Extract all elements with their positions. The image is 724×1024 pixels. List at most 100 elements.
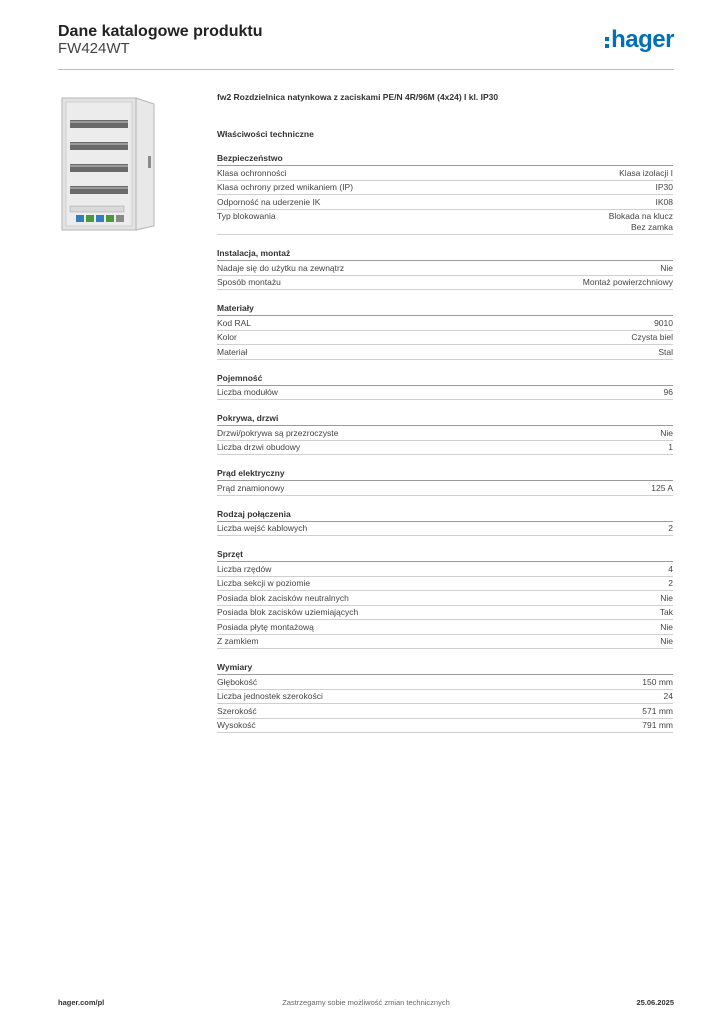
spec-value-text: Bez zamka	[630, 222, 673, 232]
footer-website-link[interactable]: hager.com/pl	[58, 998, 105, 1007]
spec-value: 9010	[654, 318, 673, 329]
spec-label: Klasa ochronności	[217, 167, 287, 178]
section-title: Pojemność	[217, 373, 673, 386]
spec-label: Klasa ochrony przed wnikaniem (IP)	[217, 182, 354, 192]
spec-label: Liczba wejść kablowych	[217, 523, 308, 533]
logo-dots-icon	[605, 36, 610, 48]
section-title: Wymiary	[217, 662, 673, 675]
spec-value: 791 mm	[642, 720, 673, 731]
section-title: Rodzaj połączenia	[217, 509, 673, 522]
product-content: fw2 Rozdzielnica natynkowa z zaciskami P…	[217, 92, 673, 733]
spec-value-text: Czysta biel	[631, 332, 673, 342]
spec-row: Nadaje się do użytku na zewnątrz Nie	[217, 261, 673, 276]
spec-value: 24	[664, 691, 673, 702]
spec-value: Stal	[658, 347, 673, 358]
spec-value-text: Nie	[660, 621, 673, 632]
spec-value: 1	[668, 442, 673, 453]
spec-label: Sposób montażu	[217, 277, 281, 287]
spec-value-text: 2	[668, 578, 673, 588]
spec-label: Posiada płytę montażową	[217, 621, 314, 632]
document-header: Dane katalogowe produktu FW424WT hager	[58, 20, 674, 68]
product-title: fw2 Rozdzielnica natynkowa z zaciskami P…	[217, 92, 499, 102]
spec-label: Drzwi/pokrywa są przezroczyste	[217, 427, 339, 438]
spec-value-text: 791 mm	[642, 720, 673, 730]
spec-value-text: 4	[668, 563, 673, 574]
spec-row: Prąd znamionowy 125 A	[217, 481, 673, 496]
spec-value: Nie	[660, 428, 673, 439]
spec-label: Liczba modułów	[217, 387, 278, 397]
spec-label: Głębokość	[217, 676, 258, 687]
spec-row: Liczba jednostek szerokości 24	[217, 690, 673, 704]
spec-value-text: Nie	[660, 262, 673, 273]
spec-label: Posiada blok zacisków uziemiających	[217, 607, 359, 617]
spec-label: Nadaje się do użytku na zewnątrz	[217, 262, 345, 273]
spec-value: IK08	[656, 197, 674, 208]
spec-value-text: 9010	[654, 317, 673, 328]
spec-row: Posiada blok zacisków uziemiających Tak	[217, 606, 673, 620]
spec-value-text: 24	[663, 691, 673, 701]
spec-value: 4	[668, 564, 673, 575]
spec-label: Odporność na uderzenie IK	[217, 196, 321, 207]
spec-label: Materiał	[217, 346, 248, 357]
spec-label: Z zamkiem	[217, 636, 259, 646]
spec-value: 125 A	[651, 483, 673, 494]
spec-value: Tak	[660, 607, 673, 618]
section-title: Prąd elektryczny	[217, 468, 673, 481]
spec-row: Materiał Stal	[217, 345, 673, 360]
spec-value-text: Nie	[660, 636, 673, 646]
spec-row: Odporność na uderzenie IK IK08	[217, 195, 673, 210]
spec-row: Liczba wejść kablowych 2	[217, 522, 673, 536]
page-title: Dane katalogowe produktu	[58, 23, 263, 40]
section-title: Instalacja, montaż	[217, 248, 673, 261]
spec-value: Nie	[660, 593, 673, 604]
spec-value-text: 1	[668, 442, 673, 452]
spec-value: Nie	[660, 636, 673, 647]
spec-value: Nie	[660, 622, 673, 633]
header-divider	[58, 69, 674, 70]
spec-value-text: 150 mm	[642, 676, 673, 687]
spec-label: Prąd znamionowy	[217, 482, 285, 493]
spec-value: IP30	[656, 182, 674, 193]
spec-row: Drzwi/pokrywa są przezroczyste Nie	[217, 426, 673, 441]
spec-value-text: IK08	[655, 196, 674, 207]
spec-value-text: Blokada na klucz	[608, 211, 673, 221]
footer-date: 25.06.2025	[636, 998, 674, 1007]
footer-disclaimer: Zastrzegamy sobie możliwość zmian techni…	[282, 998, 450, 1007]
logo-text: hager	[611, 26, 674, 53]
spec-row: Klasa ochrony przed wnikaniem (IP) IP30	[217, 181, 674, 195]
spec-value-text: 571 mm	[642, 705, 673, 716]
spec-row: Szerokość 571 mm	[217, 704, 673, 719]
properties-heading: Właściwości techniczne	[217, 129, 314, 139]
spec-value: 96	[664, 387, 673, 398]
spec-label: Wysokość	[217, 720, 256, 730]
spec-value: Klasa izolacji I	[619, 168, 673, 179]
spec-value: 150 mm	[642, 677, 673, 688]
spec-row: Posiada płytę montażową Nie	[217, 620, 673, 635]
spec-row: Posiada blok zacisków neutralnych Nie	[217, 591, 673, 606]
spec-label: Liczba jednostek szerokości	[217, 691, 323, 701]
spec-row: Głębokość 150 mm	[217, 675, 673, 690]
hager-logo: hager	[605, 26, 674, 54]
spec-value-text: 96	[663, 387, 673, 397]
spec-value: 571 mm	[642, 706, 673, 717]
spec-value: Czysta biel	[631, 332, 673, 343]
spec-value: 2	[668, 523, 673, 534]
spec-value-text: 125 A	[651, 482, 673, 493]
spec-label: Szerokość	[217, 705, 257, 716]
section-title: Sprzęt	[217, 549, 673, 562]
spec-label: Posiada blok zacisków neutralnych	[217, 592, 349, 603]
